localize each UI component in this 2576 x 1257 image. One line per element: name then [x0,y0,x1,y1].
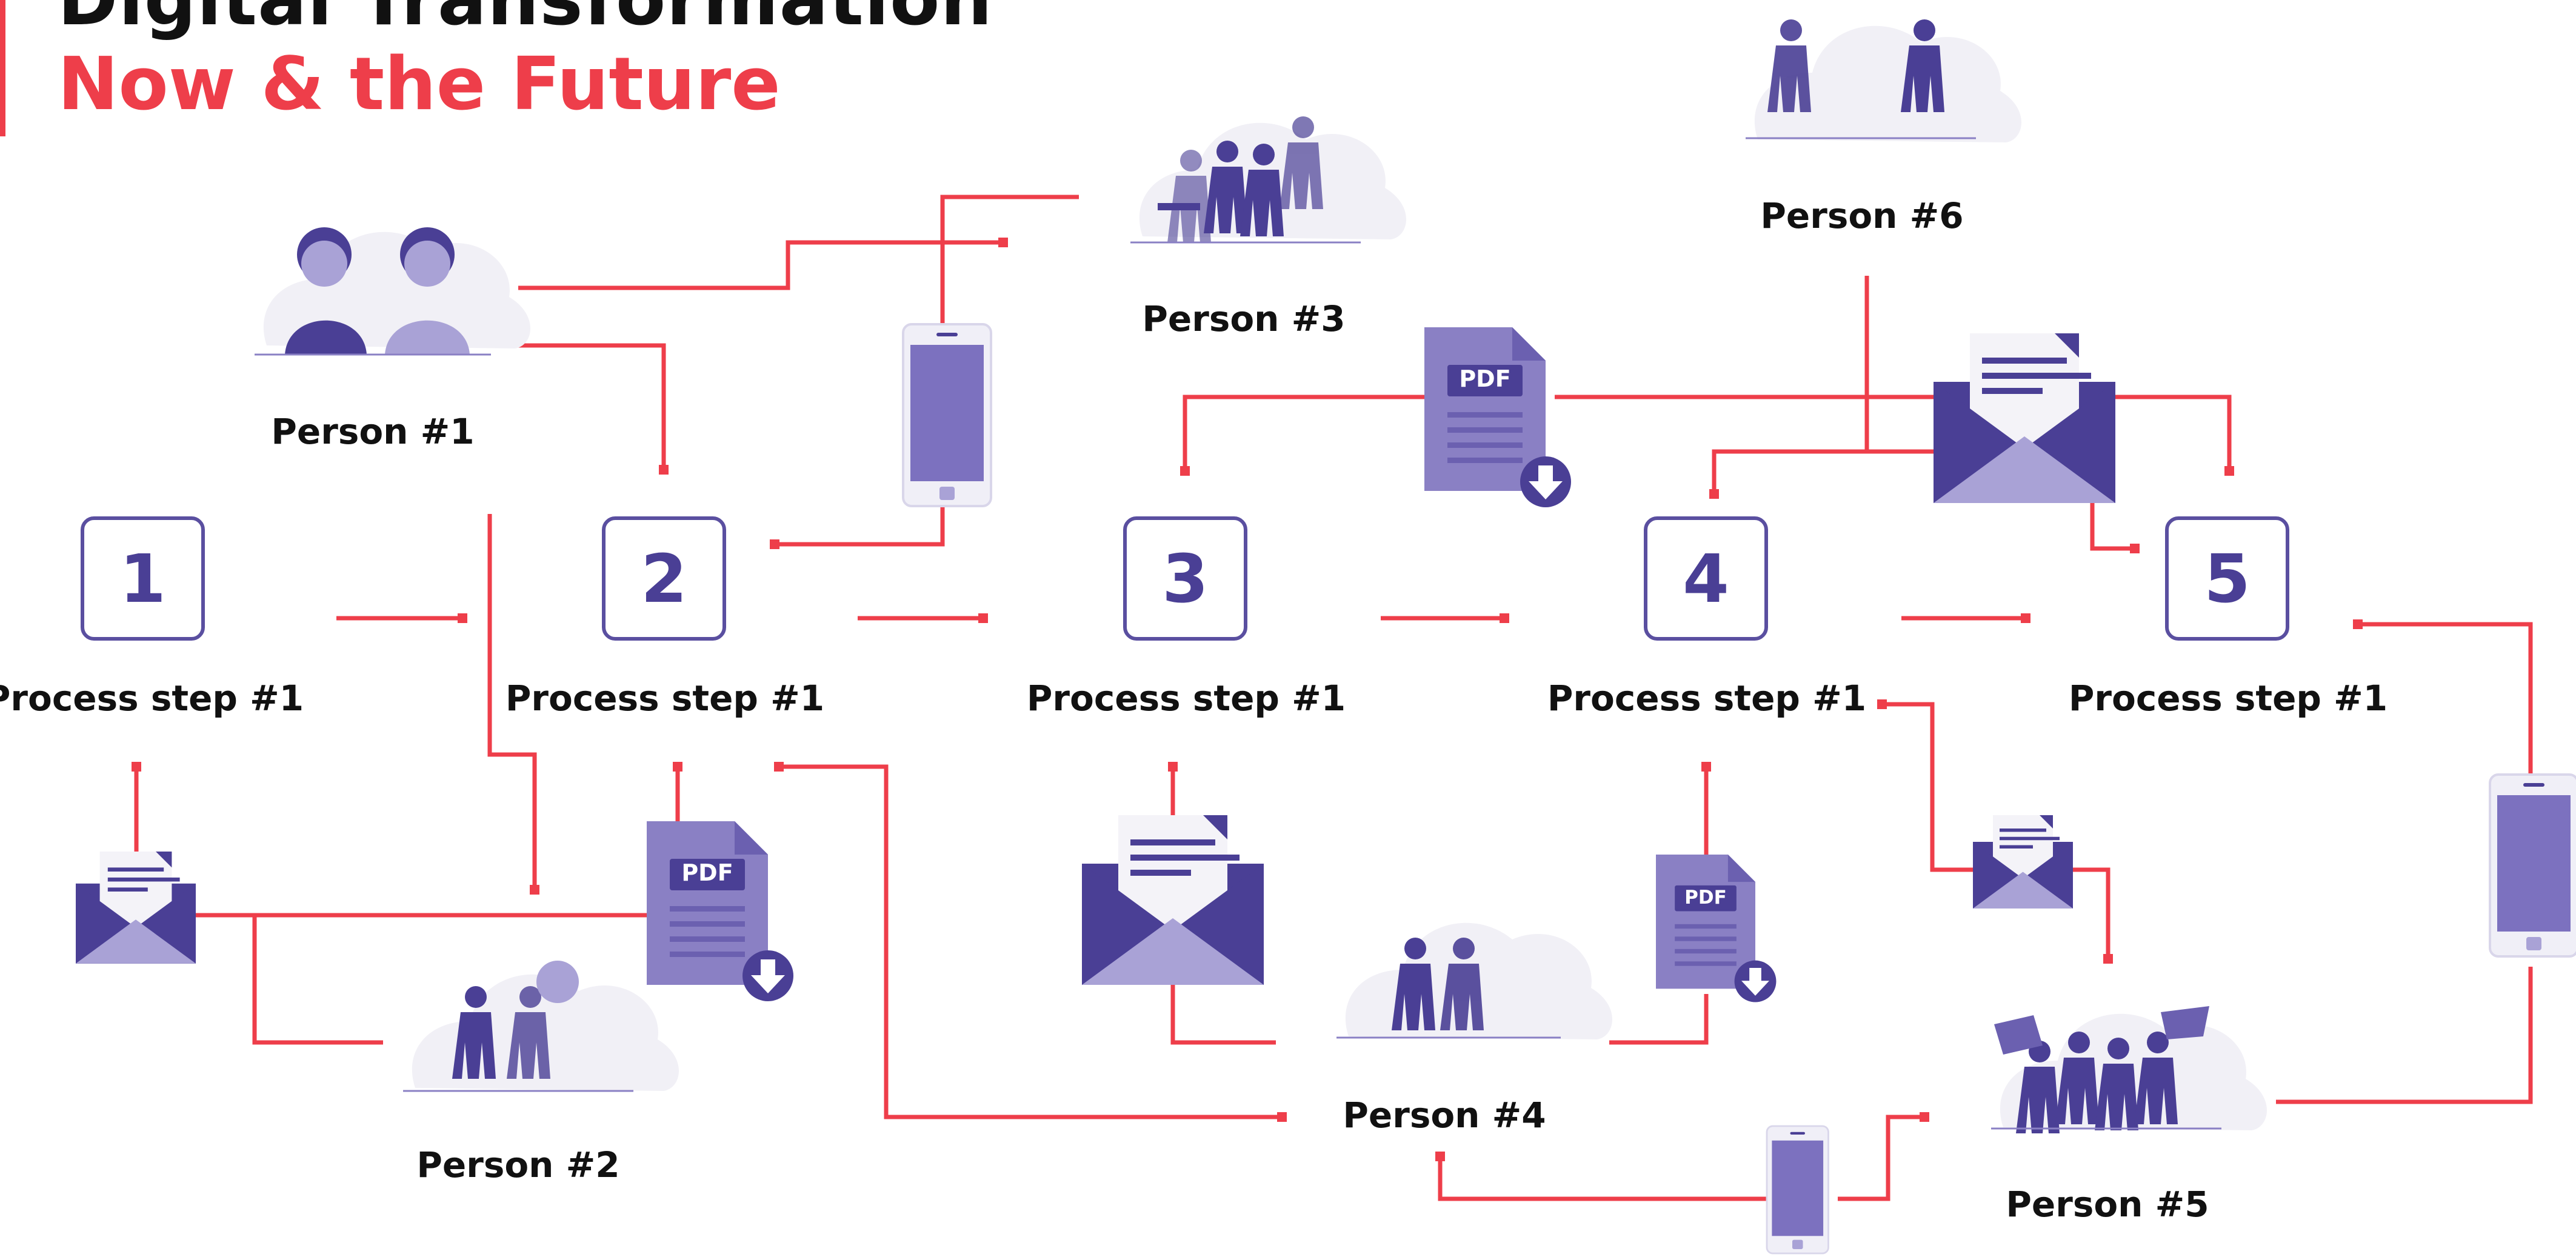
step-2-label: Process step #1 [505,678,825,719]
person-1-label: Person #1 [271,411,475,452]
person-6-label: Person #6 [1760,195,1964,236]
envelope-icon-right [1973,815,2073,909]
step-1-box: 1 [81,516,205,641]
pdf-label-right: PDF [1684,887,1727,909]
pdf-download-icon-left [647,821,793,1001]
page-subtitle: Now & the Future [58,42,781,127]
step-5-label: Process step #1 [2068,678,2388,719]
person-3-illustration [1130,116,1406,244]
pdf-label-top: PDF [1459,365,1511,392]
pdf-download-icon-top [1424,327,1571,507]
person-6-illustration [1746,19,2021,143]
person-3-label: Person #3 [1142,298,1346,339]
pdf-download-icon-right [1656,855,1777,1002]
step-5-number: 5 [2204,539,2251,618]
step-5-box: 5 [2165,516,2289,641]
step-4-label: Process step #1 [1547,678,1867,719]
smartphone-icon-bottom [1766,1125,1829,1255]
person-4-illustration [1336,922,1612,1039]
person-2-illustration [403,961,679,1092]
person-2-label: Person #2 [416,1144,620,1185]
step-3-box: 3 [1123,516,1247,641]
step-1-number: 1 [119,539,166,618]
step-2-box: 2 [602,516,726,641]
pdf-label-left: PDF [681,859,733,886]
step-4-box: 4 [1644,516,1768,641]
person-5-illustration [1991,1006,2267,1133]
title-accent-bar [0,0,5,136]
smartphone-icon-top [902,323,992,507]
step-3-label: Process step #1 [1026,678,1346,719]
step-3-number: 3 [1162,539,1209,618]
step-2-number: 2 [641,539,687,618]
envelope-icon-center [1082,815,1264,985]
envelope-icon-top [1934,333,2115,503]
person-1-illustration [255,227,530,356]
person-5-label: Person #5 [2006,1184,2209,1225]
person-4-label: Person #4 [1343,1095,1546,1136]
page-title: Digital Transformation [58,0,993,42]
step-1-label: Process step #1 [0,678,304,719]
step-4-number: 4 [1683,539,1729,618]
smartphone-icon-right [2489,773,2576,958]
envelope-icon-left [76,852,196,964]
